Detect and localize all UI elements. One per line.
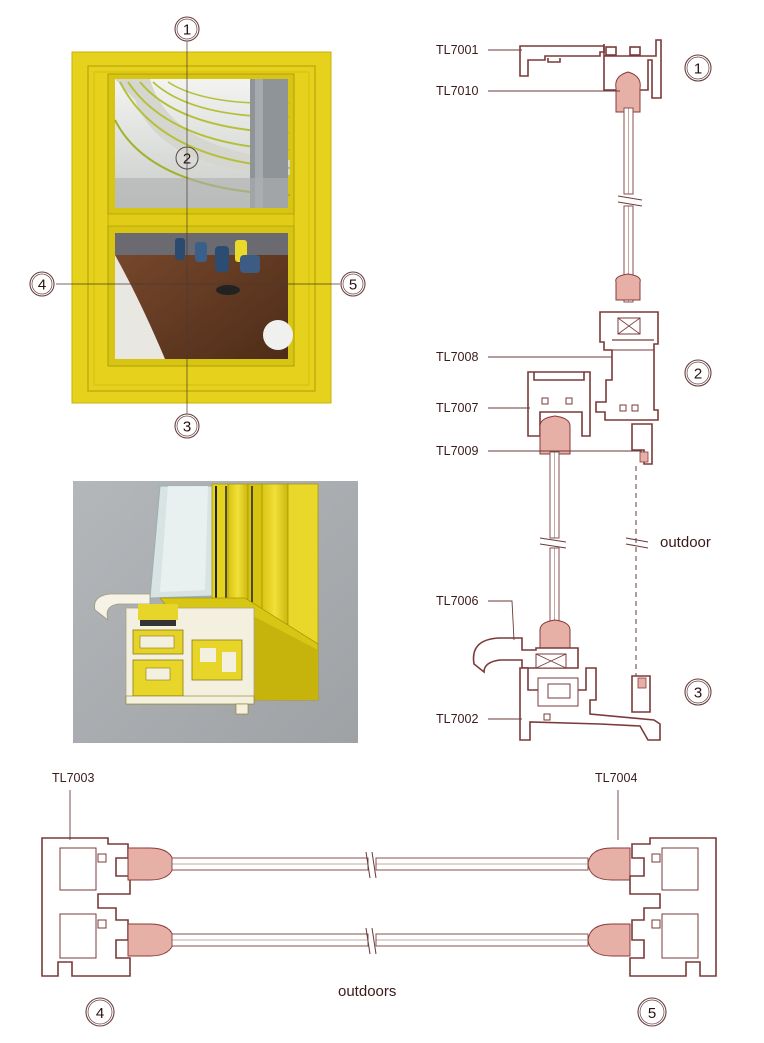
horizontal-leaders bbox=[69, 790, 619, 840]
svg-text:4: 4 bbox=[38, 277, 46, 294]
horizontal-section-drawing bbox=[41, 837, 717, 977]
label-tl7002: TL7002 bbox=[436, 712, 478, 726]
callout-1-top: 1 bbox=[174, 16, 200, 42]
horizontal-labels: TL7003 TL7004 outdoors bbox=[52, 771, 637, 1000]
label-tl7010: TL7010 bbox=[436, 84, 478, 98]
svg-text:4: 4 bbox=[96, 1005, 104, 1022]
svg-text:3: 3 bbox=[183, 419, 191, 436]
vertical-section-drawing bbox=[472, 39, 662, 741]
label-tl7007: TL7007 bbox=[436, 401, 478, 415]
label-tl7006: TL7006 bbox=[436, 594, 478, 608]
callout-3-bottom: 3 bbox=[174, 413, 200, 439]
label-tl7003: TL7003 bbox=[52, 771, 94, 785]
label-tl7001: TL7001 bbox=[436, 43, 478, 57]
svg-text:3: 3 bbox=[694, 685, 702, 702]
label-outdoor: outdoor bbox=[660, 534, 711, 551]
horizontal-callouts: 4 5 bbox=[85, 997, 667, 1027]
vertical-leaders bbox=[488, 49, 642, 720]
callout-4-left: 4 bbox=[29, 271, 55, 297]
callout-2-middle: 2 bbox=[175, 146, 199, 170]
svg-text:1: 1 bbox=[183, 22, 191, 39]
svg-text:2: 2 bbox=[183, 151, 191, 168]
label-tl7009: TL7009 bbox=[436, 444, 478, 458]
svg-text:5: 5 bbox=[349, 277, 357, 294]
label-tl7004: TL7004 bbox=[595, 771, 637, 785]
window-photo bbox=[56, 40, 340, 415]
label-tl7008: TL7008 bbox=[436, 350, 478, 364]
profile-3d-render bbox=[73, 481, 358, 743]
svg-text:1: 1 bbox=[694, 61, 702, 78]
callout-5-right: 5 bbox=[340, 271, 366, 297]
vertical-labels: TL7001 TL7010 TL7008 TL7007 TL7009 TL700… bbox=[436, 43, 711, 726]
svg-text:2: 2 bbox=[694, 366, 702, 383]
label-outdoors: outdoors bbox=[338, 983, 396, 1000]
svg-text:5: 5 bbox=[648, 1005, 656, 1022]
vertical-callouts: 1 2 3 bbox=[684, 54, 712, 706]
